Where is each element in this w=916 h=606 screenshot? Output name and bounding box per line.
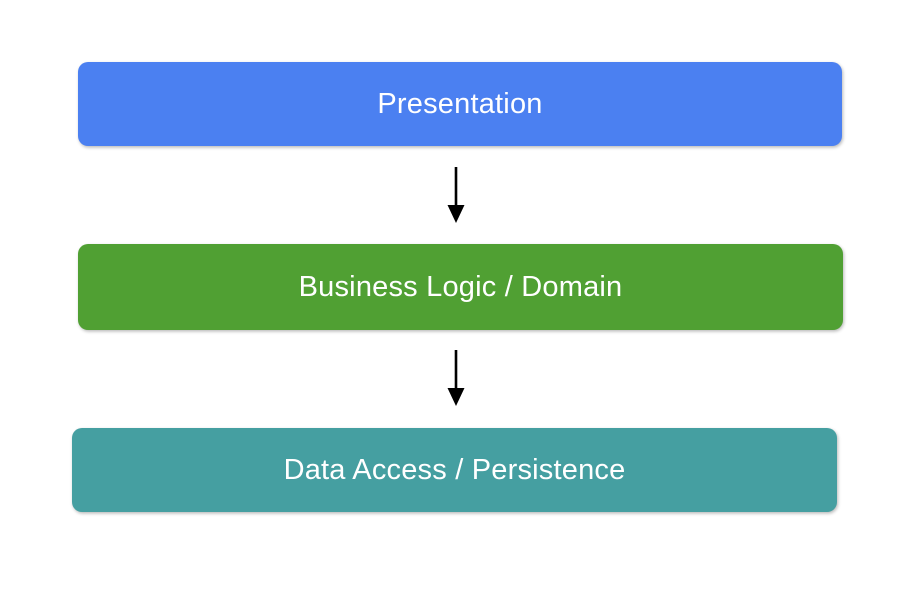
layer-label-presentation: Presentation	[377, 87, 543, 120]
layer-label-data-access: Data Access / Persistence	[283, 453, 626, 486]
arrow-down-icon	[447, 167, 465, 223]
arrow-down-icon	[447, 350, 465, 406]
layer-node-business-logic: Business Logic / Domain	[78, 244, 843, 330]
layer-node-presentation: Presentation	[78, 62, 842, 146]
layer-node-data-access: Data Access / Persistence	[72, 428, 837, 512]
layer-label-business-logic: Business Logic / Domain	[298, 270, 623, 303]
